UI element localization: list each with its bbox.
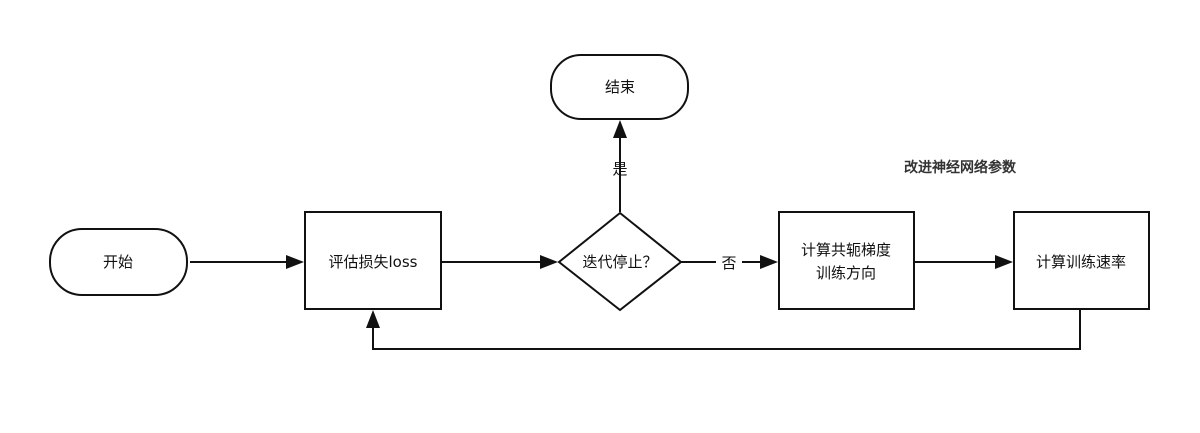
node-start-label: 开始	[103, 253, 133, 271]
edge-label-no: 否	[721, 254, 736, 272]
node-evaluate-loss-label: 评估损失loss	[329, 253, 418, 271]
edge-rate-to-evaluate-loop	[366, 309, 1081, 350]
node-conjugate-gradient: 计算共轭梯度 训练方向	[778, 211, 915, 310]
edge-decision-to-end	[613, 120, 627, 212]
edge-gradient-to-rate	[915, 255, 1013, 269]
node-evaluate-loss: 评估损失loss	[304, 211, 442, 310]
edge-label-yes: 是	[612, 160, 627, 178]
edge-start-to-evaluate	[190, 255, 304, 269]
node-training-rate: 计算训练速率	[1013, 211, 1150, 310]
node-decision-label: 迭代停止？	[582, 253, 657, 271]
node-conjugate-gradient-line2: 训练方向	[816, 264, 876, 282]
edge-label-no-bg	[716, 252, 742, 272]
annotation-label: 改进神经网络参数	[904, 159, 1017, 176]
node-end: 结束	[550, 54, 689, 120]
node-end-label: 结束	[605, 78, 635, 96]
edge-evaluate-to-decision	[442, 255, 558, 269]
node-start: 开始	[49, 228, 188, 296]
node-decision: 迭代停止？	[557, 211, 683, 312]
node-conjugate-gradient-line1: 计算共轭梯度	[801, 241, 891, 259]
node-training-rate-label: 计算训练速率	[1036, 253, 1126, 271]
